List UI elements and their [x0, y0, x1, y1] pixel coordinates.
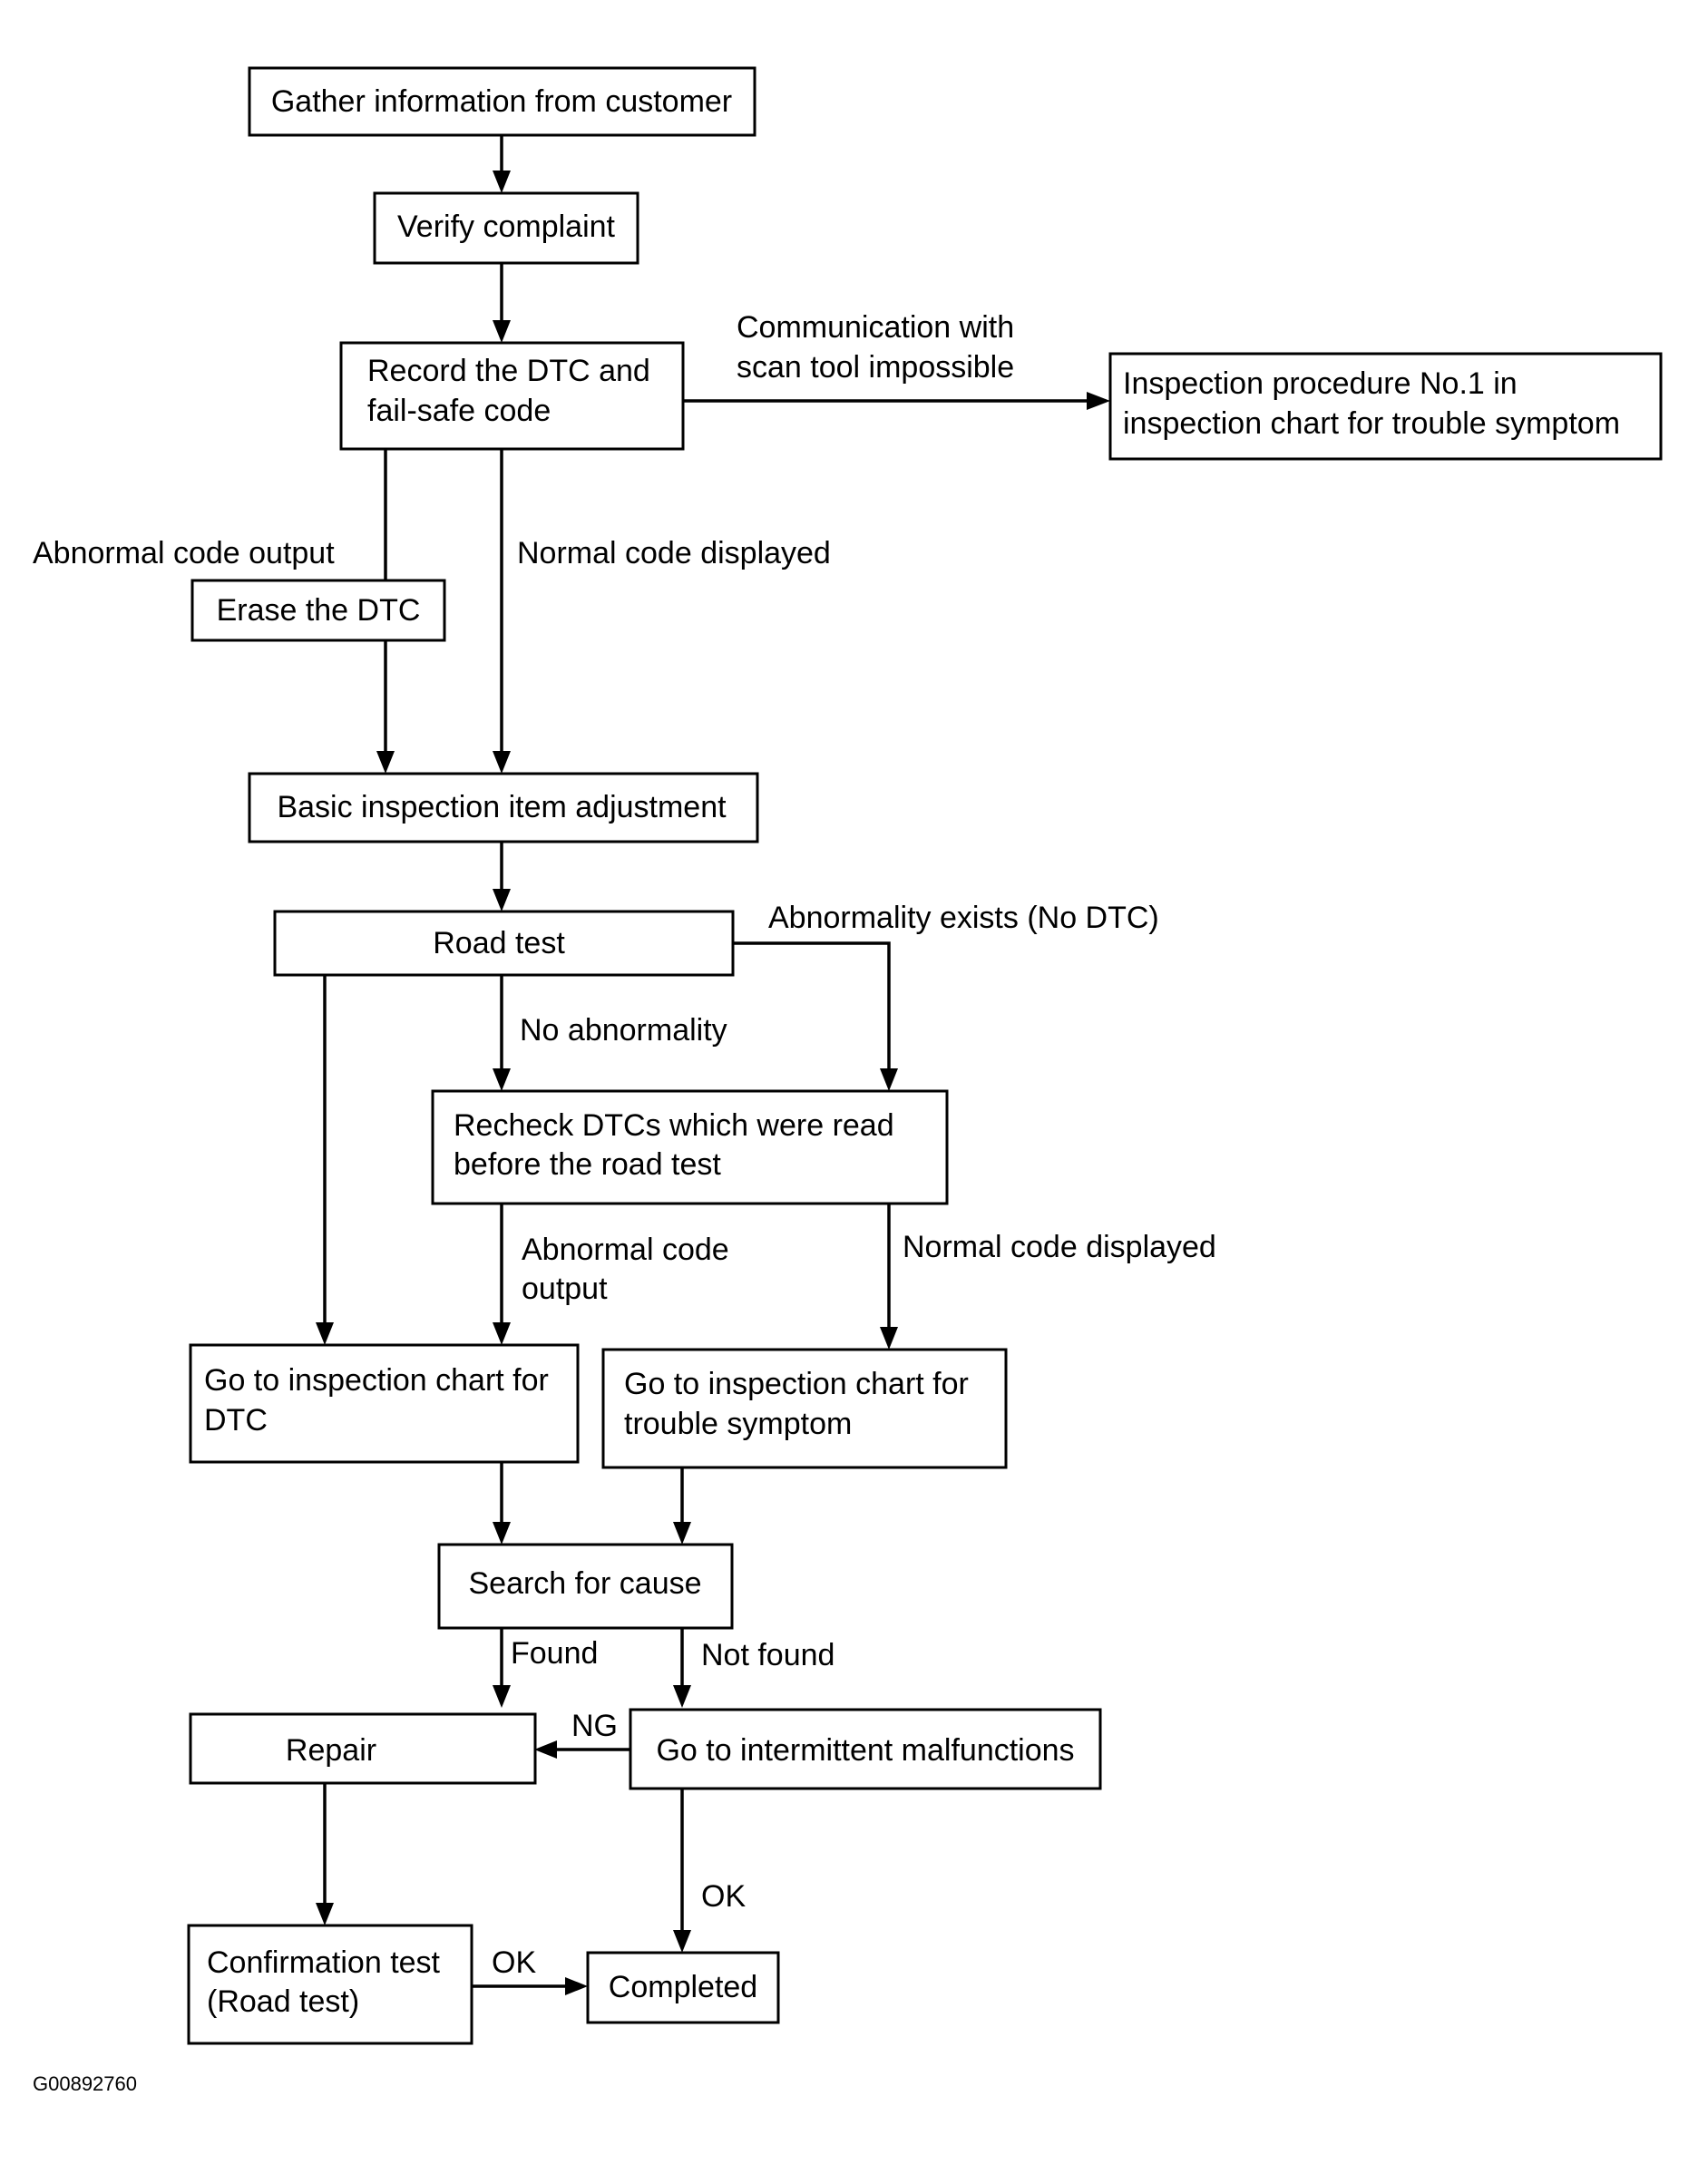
- edge-label-no-abnormality: No abnormality: [520, 1013, 727, 1048]
- node-label: Go to inspection chart for DTC: [204, 1363, 557, 1438]
- node-label: Go to inspection chart for trouble sympt…: [624, 1367, 977, 1441]
- node-label: Search for cause: [468, 1566, 701, 1601]
- node-box: [601, 1348, 1008, 1469]
- node-box: [273, 910, 735, 977]
- arrowhead-down: [880, 1068, 898, 1091]
- edge-label-abnormal-output-2: Abnormal code output: [522, 1233, 737, 1306]
- arrowhead-down: [673, 1522, 691, 1545]
- arrowhead-down: [493, 320, 511, 343]
- node-verify: Verify complaint: [373, 191, 639, 265]
- node-intermittent: Go to intermittent malfunctions: [629, 1708, 1102, 1790]
- edge-label-found: Found: [511, 1636, 598, 1671]
- node-recheck: Recheck DTCs which were read before the …: [431, 1089, 949, 1205]
- arrowhead-down: [376, 751, 395, 774]
- node-box: [187, 1924, 473, 2045]
- node-box: [437, 1543, 734, 1630]
- edge-label-comm-impossible: Communication with scan tool impossible: [737, 310, 1023, 385]
- node-box: [586, 1951, 780, 2024]
- node-label: Basic inspection item adjustment: [277, 790, 727, 824]
- node-label: Confirmation test (Road test): [207, 1945, 448, 2019]
- arrowhead-down: [493, 1522, 511, 1545]
- edge-label-normal-displayed-2: Normal code displayed: [903, 1230, 1216, 1264]
- arrowhead-left: [534, 1740, 557, 1759]
- node-box: [189, 1343, 580, 1464]
- edge-label-ok-intermittent: OK: [701, 1879, 746, 1914]
- connectors: [323, 135, 1088, 1988]
- arrowhead-down: [880, 1327, 898, 1350]
- node-label: Go to intermittent malfunctions: [656, 1733, 1074, 1768]
- arrowhead-down: [673, 1685, 691, 1708]
- arrowhead-down: [493, 751, 511, 774]
- arrowhead-right: [1087, 392, 1110, 410]
- node-repair: Repair: [189, 1712, 537, 1785]
- node-label: Verify complaint: [397, 210, 616, 244]
- node-chart-symptom: Go to inspection chart for trouble sympt…: [601, 1348, 1008, 1469]
- edge-label-normal-displayed: Normal code displayed: [517, 536, 831, 570]
- node-erase: Erase the DTC: [190, 579, 446, 642]
- arrowhead-down: [493, 171, 511, 193]
- node-box: [189, 1712, 537, 1785]
- edge-label-abnormal-output: Abnormal code output: [33, 536, 335, 570]
- node-confirmation: Confirmation test (Road test): [187, 1924, 473, 2045]
- node-label: Repair: [286, 1733, 376, 1768]
- node-label: Recheck DTCs which were read before the …: [454, 1108, 903, 1182]
- edge-label-abnormality-exists: Abnormality exists (No DTC): [768, 901, 1159, 935]
- node-completed: Completed: [586, 1951, 780, 2024]
- node-chart-dtc: Go to inspection chart for DTC: [189, 1343, 580, 1464]
- node-basic: Basic inspection item adjustment: [248, 772, 759, 843]
- edge-label-ok-confirmation: OK: [492, 1945, 536, 1980]
- node-box: [431, 1089, 949, 1205]
- arrowhead-down: [316, 1322, 334, 1345]
- edge-label-ng: NG: [571, 1709, 618, 1743]
- node-label: Record the DTC and fail-safe code: [367, 354, 659, 428]
- node-inspection-no1: Inspection procedure No.1 in inspection …: [1108, 352, 1663, 461]
- arrowhead-down: [493, 1322, 511, 1345]
- edge-labels: Communication with scan tool impossible …: [33, 310, 1216, 1980]
- arrowhead-down: [316, 1903, 334, 1925]
- node-gather: Gather information from customer: [248, 66, 756, 137]
- arrowhead-down: [673, 1930, 691, 1953]
- arrowheads: [316, 171, 1110, 1995]
- node-box: [373, 191, 639, 265]
- arrowhead-down: [493, 889, 511, 911]
- node-label: Gather information from customer: [271, 84, 732, 119]
- figure-id: G00892760: [33, 2072, 137, 2095]
- node-box: [339, 341, 685, 451]
- arrowhead-down: [493, 1068, 511, 1091]
- node-box: [190, 579, 446, 642]
- node-label: Erase the DTC: [217, 593, 421, 628]
- node-road-test: Road test: [273, 910, 735, 977]
- node-label: Completed: [609, 1970, 757, 2004]
- node-record: Record the DTC and fail-safe code: [339, 341, 685, 451]
- arrowhead-down: [493, 1685, 511, 1708]
- edge-label-not-found: Not found: [701, 1638, 834, 1672]
- edge-road-recheck-abnormality: [733, 941, 891, 1070]
- node-box: [248, 66, 756, 137]
- node-label: Inspection procedure No.1 in inspection …: [1123, 366, 1620, 441]
- node-box: [629, 1708, 1102, 1790]
- arrowhead-right: [565, 1977, 588, 1995]
- node-box: [248, 772, 759, 843]
- node-box: [1108, 352, 1663, 461]
- node-label: Road test: [433, 926, 565, 960]
- node-search: Search for cause: [437, 1543, 734, 1630]
